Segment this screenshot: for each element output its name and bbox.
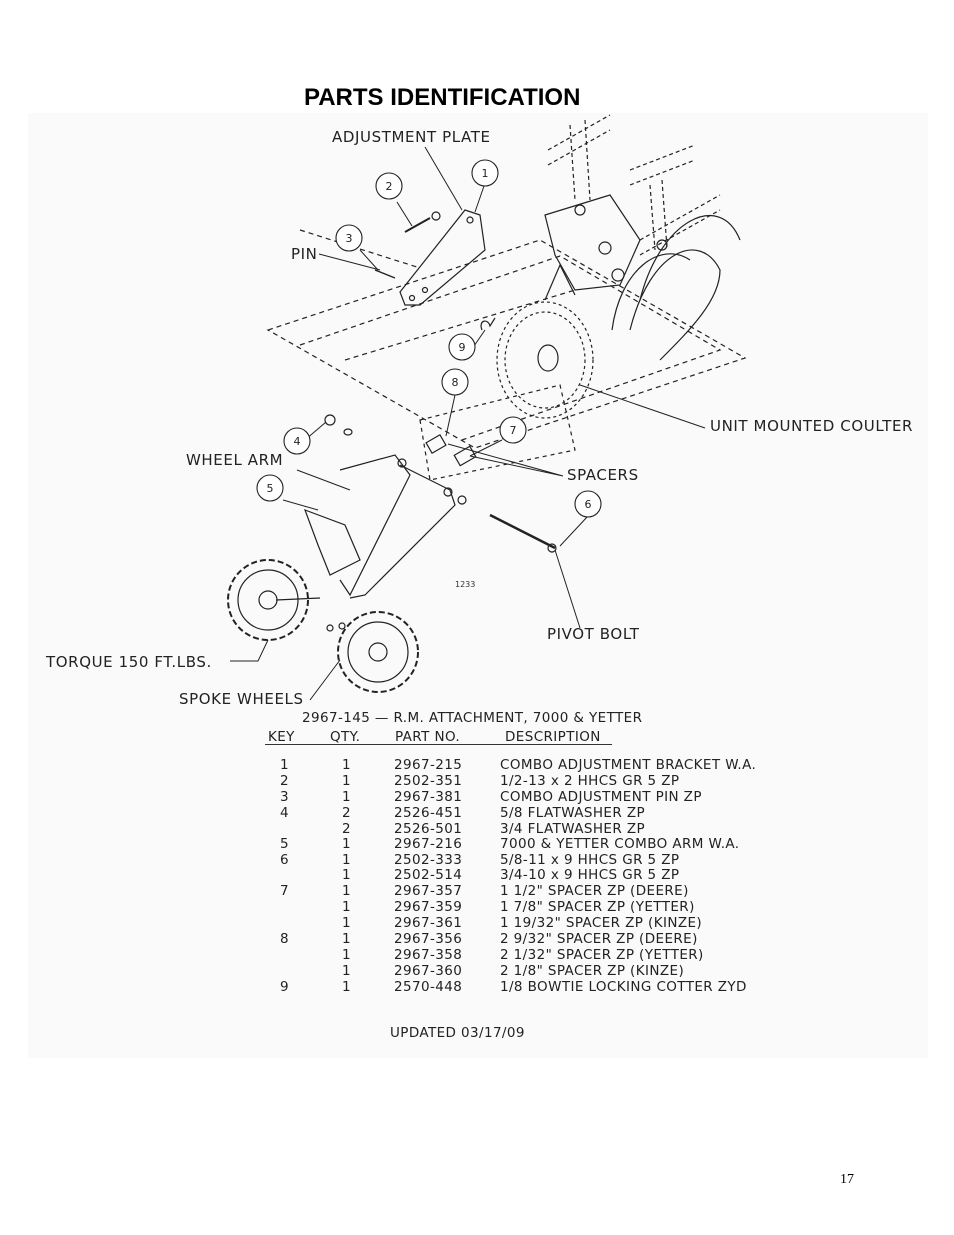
parts-table-title: 2967-145 — R.M. ATTACHMENT, 7000 & YETTE…	[302, 710, 643, 726]
svg-text:7: 7	[510, 424, 517, 437]
label-torque: TORQUE 150 FT.LBS.	[46, 653, 212, 671]
label-adjustment-plate: ADJUSTMENT PLATE	[332, 128, 491, 146]
page-number: 17	[840, 1172, 854, 1187]
svg-text:4: 4	[294, 435, 301, 448]
svg-text:8: 8	[452, 376, 459, 389]
figure-number: 1233	[455, 580, 476, 589]
header-qty: QTY.	[330, 729, 361, 745]
balloon-8: 8	[441, 368, 469, 396]
label-unit-mounted-coulter: UNIT MOUNTED COULTER	[710, 417, 914, 435]
updated-date: UPDATED 03/17/09	[390, 1025, 525, 1041]
svg-text:2: 2	[386, 180, 393, 193]
svg-text:1: 1	[482, 167, 489, 180]
svg-text:5: 5	[267, 482, 274, 495]
label-spoke-wheels: SPOKE WHEELS	[179, 690, 304, 708]
svg-text:3: 3	[346, 232, 353, 245]
header-underline	[265, 744, 612, 745]
balloon-3: 3	[335, 224, 363, 252]
header-key: KEY	[268, 729, 295, 745]
header-description: DESCRIPTION	[505, 729, 601, 745]
header-part-no: PART NO.	[395, 729, 461, 745]
mount-outline	[266, 239, 747, 449]
balloon-9: 9	[448, 333, 476, 361]
balloon-4: 4	[283, 427, 311, 455]
svg-text:6: 6	[585, 498, 592, 511]
balloon-5: 5	[256, 474, 284, 502]
page-title: PARTS IDENTIFICATION	[304, 84, 581, 111]
balloon-2: 2	[375, 172, 403, 200]
balloon-1: 1	[471, 159, 499, 187]
svg-text:9: 9	[459, 341, 466, 354]
balloon-7: 7	[499, 416, 527, 444]
label-wheel-arm: WHEEL ARM	[186, 451, 284, 469]
balloon-6: 6	[574, 490, 602, 518]
label-pivot-bolt: PIVOT BOLT	[547, 625, 640, 643]
label-spacers: SPACERS	[567, 466, 639, 484]
label-pin: PIN	[291, 245, 318, 263]
scanned-figure-background	[28, 113, 928, 1058]
